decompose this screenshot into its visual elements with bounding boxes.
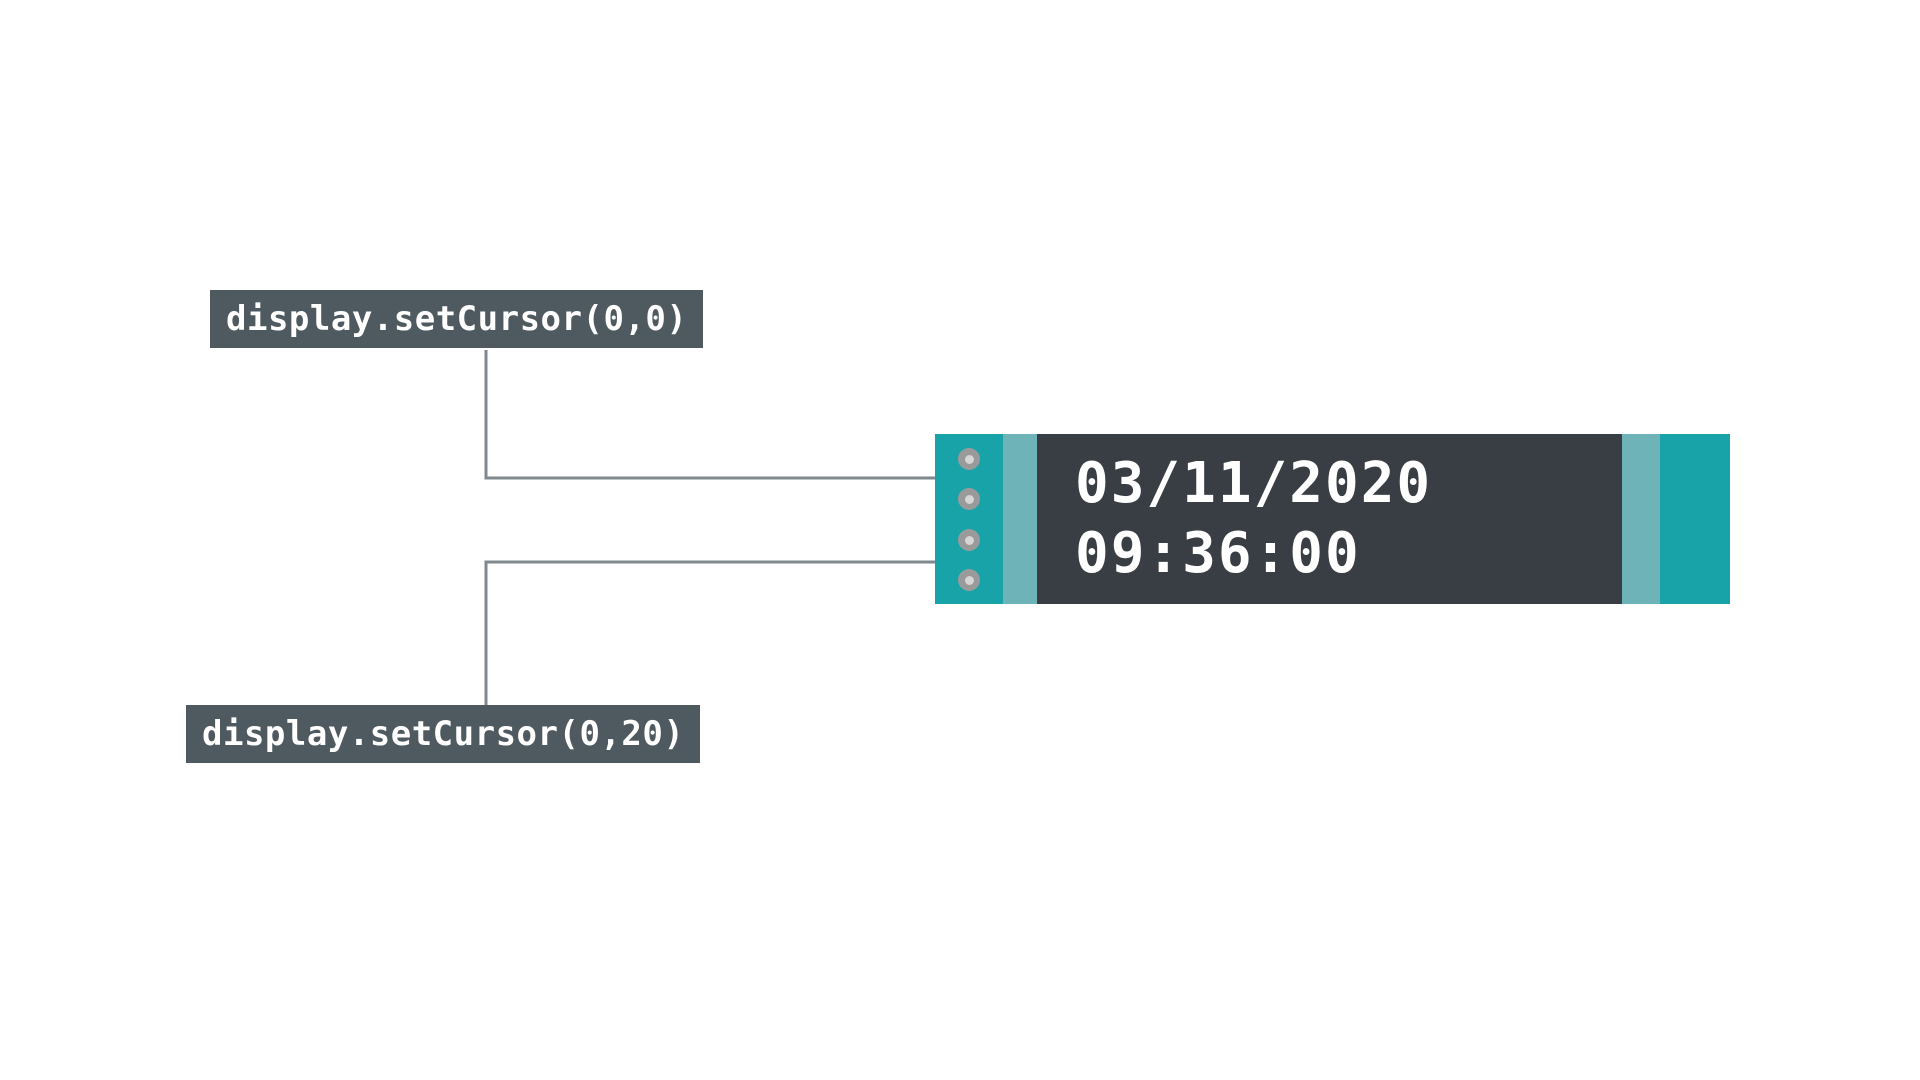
callout-code-text: display.setCursor(0,20)	[202, 714, 685, 754]
display-right-band	[1622, 434, 1660, 604]
display-left-rail	[935, 434, 1003, 604]
callout-set-cursor-origin: display.setCursor(0,0)	[210, 290, 704, 348]
callout-code-text: display.setCursor(0,0)	[226, 299, 688, 339]
screen-text-date: 03/11/2020	[1075, 451, 1433, 516]
display-left-band	[1003, 434, 1037, 604]
connector-pin-icon	[958, 448, 980, 470]
callout-set-cursor-second-line: display.setCursor(0,20)	[186, 705, 701, 763]
connector-pin-icon	[958, 529, 980, 551]
screen-text-time: 09:36:00	[1075, 521, 1361, 586]
oled-display-module: 03/11/2020 09:36:00	[935, 434, 1730, 604]
display-screen: 03/11/2020 09:36:00	[1037, 434, 1622, 604]
display-right-rail	[1660, 434, 1730, 604]
connector-pin-icon	[958, 488, 980, 510]
connector-pin-icon	[958, 569, 980, 591]
